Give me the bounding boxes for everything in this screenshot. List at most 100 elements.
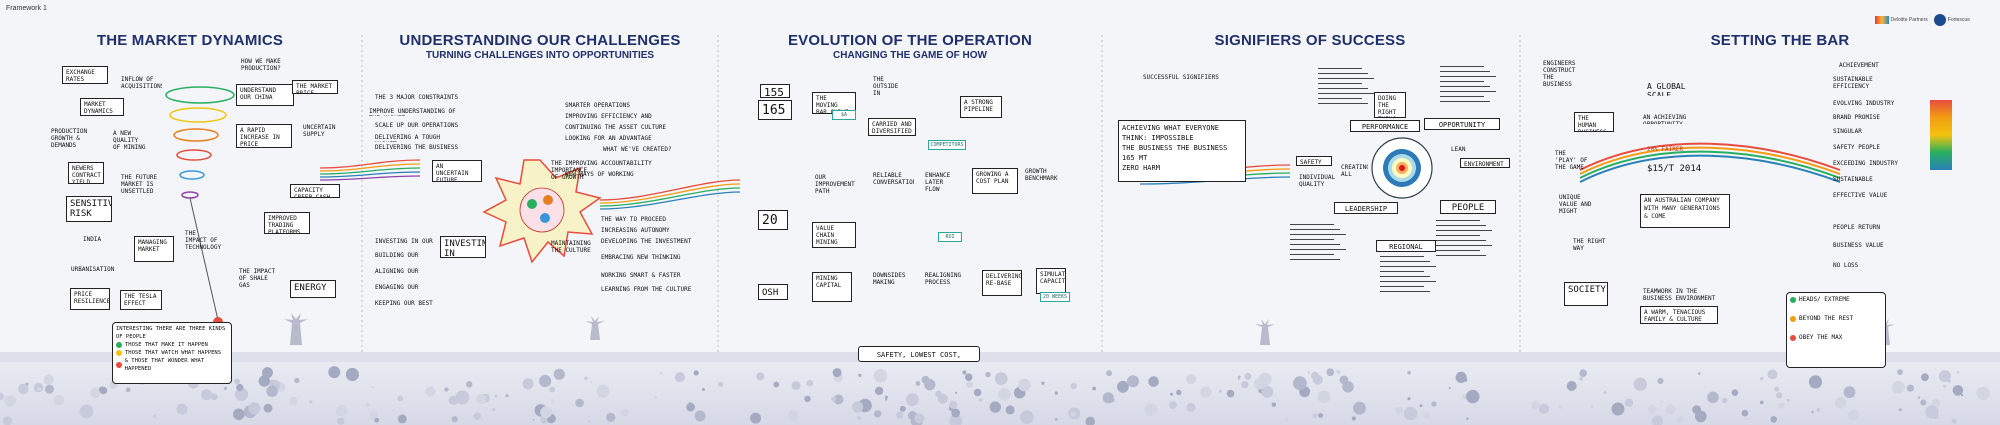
ground-dots [0, 366, 1990, 425]
ground-dot [1707, 391, 1719, 404]
success-label: LEADERSHIP [1334, 202, 1398, 214]
ground-dot [444, 387, 449, 392]
ground-dot [575, 398, 584, 408]
evolution-note: REALIGNING PROCESS [925, 272, 962, 286]
ground-dot [43, 374, 54, 385]
evolution-note: MINING CAPITAL [812, 272, 852, 302]
challenge-right-note: DEVELOPING THE INVESTMENT CULTURE [601, 238, 692, 245]
ground-dot [1891, 383, 1903, 394]
evolution-footer-box: SAFETY, LOWEST COST, PRODUCER [858, 346, 980, 362]
ground-dot [1566, 381, 1577, 391]
ground-dot [1921, 373, 1929, 382]
ground-dot [1677, 416, 1684, 424]
legend-label: THOSE THAT MAKE IT HAPPEN [125, 342, 208, 348]
ground-dot [309, 400, 313, 404]
ground-dot [505, 394, 509, 398]
ground-dot [915, 381, 921, 386]
ground-dot [1226, 389, 1235, 398]
ground-dot [234, 378, 241, 385]
bar-right-note: SUSTAINABLE INNOVATION [1833, 176, 1873, 183]
ground-dot [964, 373, 973, 382]
ground-dot [1018, 378, 1031, 392]
section-header-bar: SETTING THE BAR [1660, 32, 1900, 49]
evolution-number: 165 [758, 100, 792, 120]
ground-dot [53, 395, 64, 406]
ground-dot [896, 411, 904, 419]
challenge-right-note: SMARTER OPERATIONS [565, 102, 631, 109]
palm-tree-2 [1255, 319, 1275, 345]
ground-dot [852, 401, 864, 413]
ground-dot [345, 367, 359, 382]
list-line [1290, 229, 1340, 230]
ground-dot [1651, 415, 1663, 425]
ground-dot [1285, 417, 1289, 421]
palm-tree-3 [585, 316, 605, 340]
ground-dot [885, 398, 888, 401]
ground-dot [1342, 381, 1354, 393]
success-statement: ACHIEVING WHAT EVERYONE THINK: IMPOSSIBL… [1122, 124, 1219, 142]
ground-dot [234, 387, 249, 401]
ground-dot [587, 420, 591, 423]
section-header-success: SIGNIFIERS OF SUCCESS [1180, 32, 1440, 49]
list-line [1436, 245, 1492, 246]
ground-dot [371, 386, 374, 389]
ground-dot [223, 386, 227, 390]
success-target [1371, 137, 1433, 199]
challenge-left-note: THE 3 MAJOR CONSTRAINTS [375, 94, 459, 101]
evolution-note: SIMULATED CAPACITY [1036, 268, 1066, 294]
ground-dot [1005, 405, 1015, 415]
bar-right-note: EVOLVING INDUSTRY NEEDS [1833, 100, 1895, 107]
ground-dot [606, 412, 616, 422]
challenge-right-note: CONTINUING THE ASSET CULTURE [565, 124, 667, 131]
ground-dot [1767, 369, 1778, 380]
challenge-center-note: THE IMPORTANCE OF GROWTH SCALE [551, 160, 588, 180]
ground-dot [532, 418, 535, 421]
ground-dot [1698, 372, 1701, 375]
list-line [1290, 259, 1340, 260]
bar-note: THE 'PLAY' OF THE GAME [1555, 150, 1588, 170]
bar-right-note: ACHIEVEMENT [1839, 62, 1879, 69]
market-note: UNCERTAIN SUPPLY [303, 124, 336, 138]
evolution-note: CARRIED AND DIVERSIFIED EXCHANGES [868, 118, 916, 136]
list-line [1380, 266, 1436, 267]
legend-label: & THOSE THAT WONDER WHAT HAPPENED [124, 358, 205, 372]
ground-dot [1603, 391, 1607, 395]
ground-dot [1317, 390, 1331, 404]
market-note: MARKET DYNAMICS [80, 98, 124, 116]
partner-logo-mark [1874, 16, 1889, 24]
ground-dot [1041, 381, 1045, 385]
list-line [1290, 224, 1334, 225]
bar-right-note: NO LOSS [1833, 262, 1859, 269]
section-title: SIGNIFIERS OF SUCCESS [1214, 32, 1406, 49]
section-title: UNDERSTANDING OUR CHALLENGES [399, 32, 681, 49]
challenge-right-note: IMPROVING EFFICIENCY AND CONTROLLING COS… [565, 113, 652, 120]
ground-dot [1848, 409, 1860, 421]
ground-dot [1956, 370, 1960, 374]
ground-dot [1721, 397, 1728, 404]
ground-dot [1834, 397, 1847, 409]
challenge-people-note: INVESTING IN OUR PEOPLE [375, 238, 433, 245]
ground-dot [1917, 396, 1921, 399]
success-label: PERFORMANCE [1350, 120, 1420, 132]
market-note: EXCHANGE RATES [62, 66, 108, 84]
ground-dot [45, 384, 54, 394]
orange-dot-icon [1790, 315, 1796, 322]
ground-dot [152, 414, 156, 418]
ground-dot [1531, 401, 1540, 410]
section-header-evolution: EVOLUTION OF THE OPERATION CHANGING THE … [760, 32, 1060, 61]
ground-dot [1092, 386, 1096, 391]
ground-dot [858, 373, 862, 377]
ground-dot [1448, 386, 1452, 390]
ground-dot [90, 387, 101, 398]
ground-dot [674, 372, 686, 383]
bar-right-note: SUSTAINABLE EFFICIENCY [1833, 76, 1873, 90]
ground-dot [1558, 404, 1563, 409]
section-subtitle: TURNING CHALLENGES INTO OPPORTUNITIES [425, 50, 655, 61]
ground-dot [874, 410, 882, 418]
green-dot-icon [1790, 296, 1796, 303]
bar-right-note: SINGULAR SUSTAINABILITY [1833, 128, 1862, 135]
challenge-left-note: DELIVERING A TOUGH MARKET [375, 134, 441, 142]
ground-dot [336, 405, 348, 416]
list-line [1440, 101, 1490, 102]
